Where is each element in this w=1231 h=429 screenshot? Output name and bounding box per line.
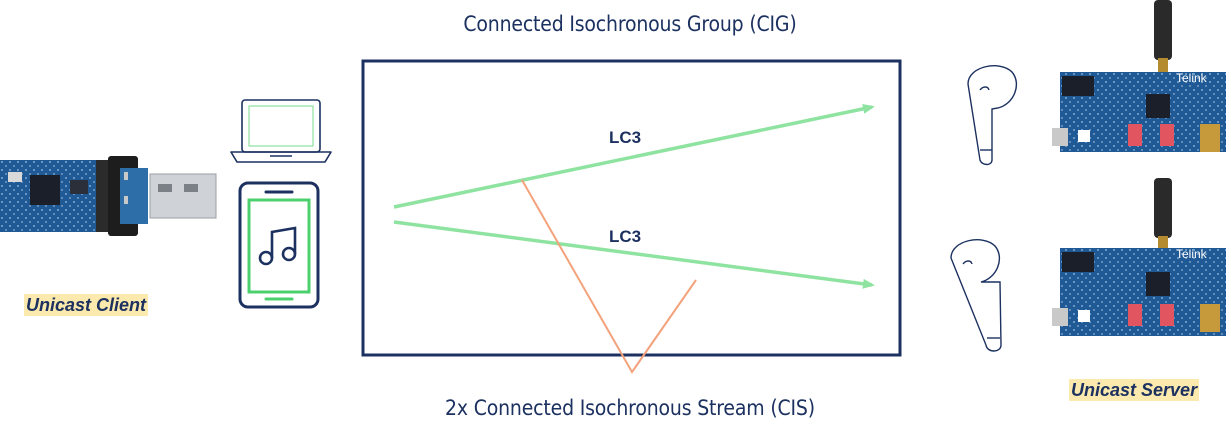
dev-board-icon: Telink: [1052, 178, 1226, 336]
server-label: Unicast Server: [1069, 379, 1200, 401]
board-brand-text: Telink: [1176, 247, 1208, 261]
cis-callout-lines: [521, 179, 697, 374]
stream-codec-label: LC3: [609, 128, 642, 147]
phone-music-icon: [238, 181, 320, 309]
stream-codec-label: LC3: [609, 227, 642, 246]
laptop-icon: [230, 99, 332, 163]
cig-box: [361, 59, 902, 357]
board-brand-text: Telink: [1176, 71, 1208, 85]
cis-title: 2x Connected Isochronous Stream (CIS): [445, 396, 815, 420]
usb-dongle-icon: [0, 156, 217, 236]
stream-arrow-1: [393, 103, 875, 209]
earbud-icon: [950, 239, 1002, 352]
client-label: Unicast Client: [24, 294, 149, 316]
stream-arrow-2: [393, 220, 875, 289]
dev-board-icon: Telink: [1052, 0, 1226, 152]
earbud-icon: [967, 65, 1017, 166]
cig-title: Connected Isochronous Group (CIG): [463, 12, 797, 36]
